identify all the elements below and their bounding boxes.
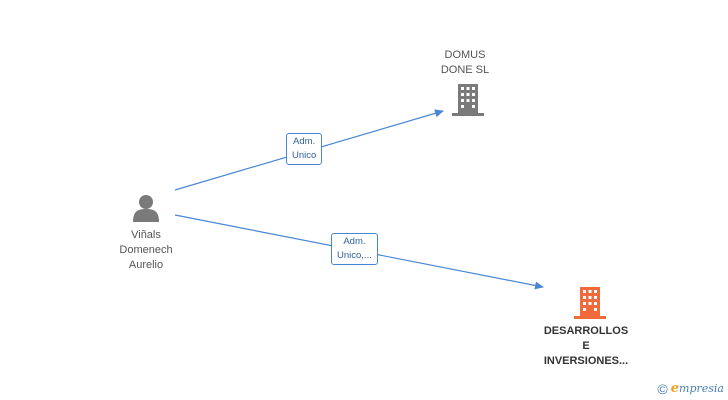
role-line: Unico — [292, 150, 317, 161]
company-name-line: DONE SL — [440, 64, 490, 76]
company-name-line: E — [582, 340, 590, 352]
person-name-line: Viñals — [131, 229, 161, 241]
company-desarrollos-label[interactable]: DESARROLLOS E INVERSIONES... — [531, 324, 641, 369]
brand-logo: empresia — [670, 381, 724, 396]
role-line: Unico,... — [337, 250, 372, 261]
edge-role-label-domus[interactable]: Adm. Unico — [286, 133, 323, 165]
person-name-line: Aurelio — [128, 259, 164, 271]
empresia-watermark: © empresia — [657, 381, 724, 396]
person-name-line: Domenech — [119, 244, 173, 256]
copyright-icon: © — [657, 380, 668, 397]
person-node-label[interactable]: Viñals Domenech Aurelio — [98, 228, 194, 273]
edge-role-label-desarrollos[interactable]: Adm. Unico,... — [331, 233, 378, 265]
person-icon[interactable] — [133, 195, 159, 222]
building-icon[interactable] — [452, 84, 484, 116]
company-name-line: DOMUS — [444, 49, 486, 61]
building-icon[interactable] — [574, 287, 606, 319]
role-line: Adm. — [293, 136, 316, 147]
company-domus-label[interactable]: DOMUS DONE SL — [415, 48, 515, 78]
company-name-line: DESARROLLOS — [543, 325, 629, 337]
role-line: Adm. — [343, 236, 366, 247]
company-name-line: INVERSIONES... — [543, 355, 629, 367]
